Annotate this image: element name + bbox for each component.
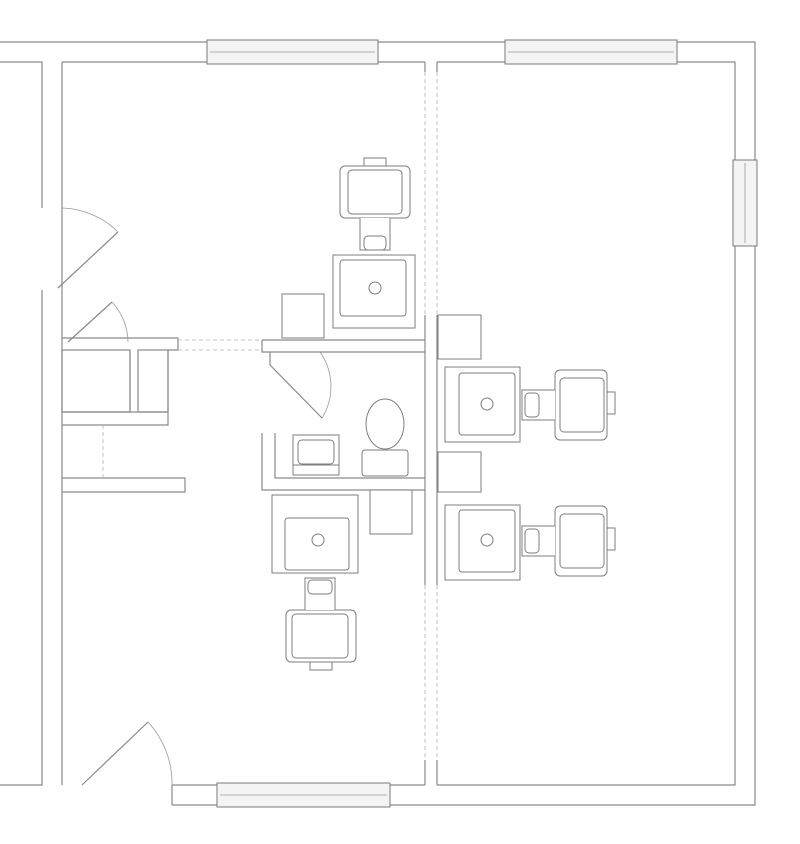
closet-door <box>67 301 113 343</box>
styling-chair <box>285 577 357 671</box>
toilet <box>361 398 409 477</box>
station-top <box>332 157 416 329</box>
interior-walls <box>61 337 425 493</box>
station-right-2 <box>444 504 616 581</box>
styling-chair <box>339 157 411 251</box>
rear-door <box>81 721 149 786</box>
storage-cabinets <box>281 293 482 535</box>
entry-door <box>57 231 119 289</box>
center-partition <box>424 62 438 785</box>
station-right-1 <box>444 366 616 443</box>
restroom-fixtures <box>292 398 409 477</box>
styling-chair <box>521 369 616 441</box>
station-bottom <box>271 494 359 671</box>
restroom-door <box>269 364 323 419</box>
lavatory-sink <box>292 434 340 476</box>
styling-chair <box>521 505 616 577</box>
doors <box>57 207 332 786</box>
windows <box>206 39 758 808</box>
